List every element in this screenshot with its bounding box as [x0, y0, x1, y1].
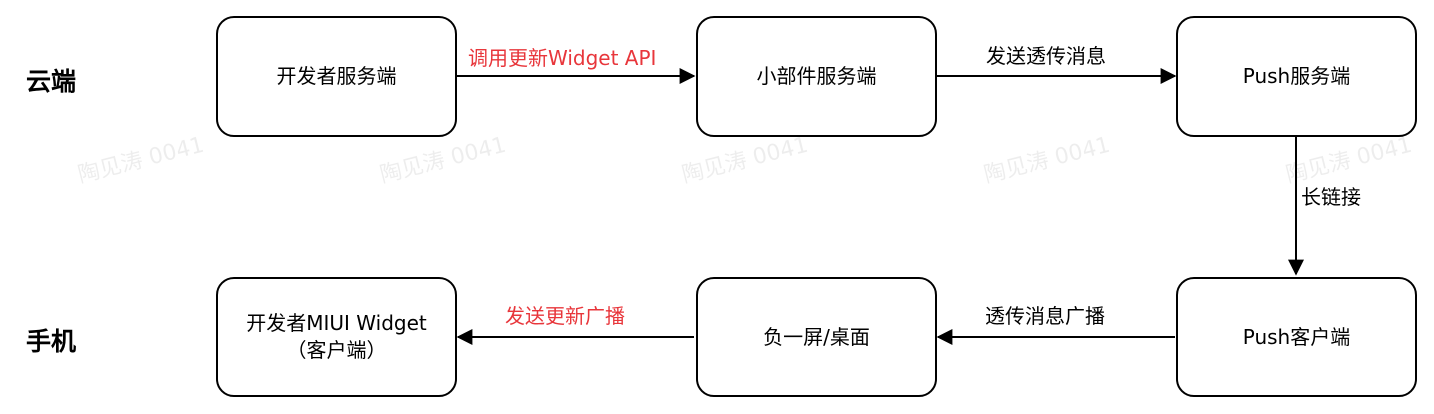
- node-developer-server[interactable]: 开发者服务端: [216, 16, 457, 137]
- row-label-phone: 手机: [26, 327, 77, 356]
- node-widget-server-label: 小部件服务端: [756, 64, 877, 88]
- edge-label-send-update-broadcast: 发送更新广播: [505, 304, 625, 328]
- node-push-client[interactable]: Push客户端: [1176, 277, 1417, 397]
- edge-label-passthrough-broadcast: 透传消息广播: [985, 304, 1105, 328]
- node-minus-one-screen[interactable]: 负一屏/桌面: [696, 277, 937, 397]
- row-label-cloud: 云端: [26, 67, 77, 96]
- node-widget-server[interactable]: 小部件服务端: [696, 16, 937, 137]
- edge-label-send-passthrough: 发送透传消息: [986, 44, 1106, 68]
- node-push-client-label: Push客户端: [1242, 324, 1351, 349]
- edge-label-long-connection: 长链接: [1301, 185, 1361, 209]
- edge-label-call-update-api: 调用更新Widget API: [468, 46, 657, 70]
- node-developer-server-label: 开发者服务端: [276, 64, 397, 88]
- node-push-server[interactable]: Push服务端: [1176, 16, 1417, 137]
- node-developer-client-label: 开发者MIUI Widget （客户端）: [246, 311, 427, 362]
- node-developer-client[interactable]: 开发者MIUI Widget （客户端）: [216, 277, 457, 397]
- node-minus-one-screen-label: 负一屏/桌面: [763, 324, 870, 349]
- node-push-server-label: Push服务端: [1242, 64, 1351, 88]
